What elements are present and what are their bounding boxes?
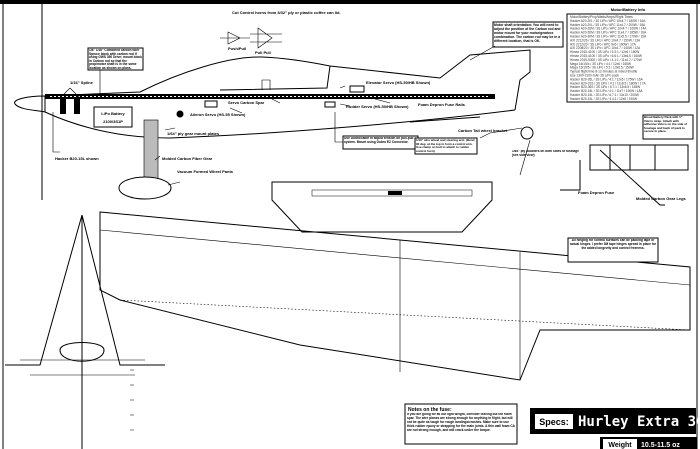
motor-battery-row: Hacker A20-26M / 3S LiPo / APC 10x4.7 / … <box>570 27 647 31</box>
tail-wheel-note: 1/16" wire wheel and steering arm. (Bend… <box>416 139 475 153</box>
motor-battery-row: Hacker A20-20L / 3S LiPo / APC 10x4.7 / … <box>570 19 646 23</box>
rudder-servo-label: Rudder Servo (HS-50/HB Shown) <box>346 104 409 109</box>
motor-battery-row: Hacker A20-26M / 3S LiPo / APC 11x4.7 / … <box>570 31 647 35</box>
carbon-spar-note-box <box>87 47 144 71</box>
motor-battery-row: Himax 2015-4100 / 3S LiPo / 5.3:1 / 12x6… <box>570 50 639 54</box>
motor-battery-row: Hacker B20-36S / 3S LiPo / 6.7:1 / 13x6.… <box>570 85 640 89</box>
cut-control-horns-label: Cut Control horns from 3/32" ply or plas… <box>232 10 341 15</box>
battery-pack-note: Blood Battery Pack with 1" Velcro strap.… <box>644 116 688 133</box>
motor-battery-row: Use 1300-2100 mAh 3S LiPo pack <box>570 74 619 78</box>
control-horn-sketch <box>220 27 282 49</box>
hinge-note-box <box>567 237 659 263</box>
top-border <box>0 0 700 4</box>
carbon-spar-note: 1/8" 1/16" Combined carbon fiber Spruce … <box>89 49 142 70</box>
motor-shaft-note: Motor shaft orientation: You will need t… <box>494 23 561 43</box>
push-pull-label: Push/Pull <box>228 46 246 51</box>
specs-label: Specs: <box>539 417 569 427</box>
motor-battery-row: Himax 2015-4100 / 3S LiPo / 6.6:1 / 13x6… <box>570 54 642 58</box>
motor-battery-row: AXI 2208/20 / 3S LiPo / APC 10x4.7 / 140… <box>570 46 641 50</box>
carbon-gear-leg <box>143 119 159 181</box>
wing-tube-hole <box>176 110 184 118</box>
servo-spar-label: Servo Carbon Spar <box>228 100 265 105</box>
motor-battery-row: Hacker A20-30M / 3S LiPo / APC 11x5.5 / … <box>570 35 647 39</box>
fuse-rails-label: Foam Depron Fuse Rails <box>418 102 466 107</box>
ply-doubler-label: 1/64" ply doublers on both sides of fuse… <box>512 150 579 157</box>
motor-battery-row: Hacker B20-15L / 3S LiPo / 6.7:1 / 13x10… <box>570 93 639 97</box>
motor-battery-row: Hacker B20-26L / 3S LiPo / 4:1 / 12x6 / … <box>570 77 644 81</box>
fuselage-top-view <box>5 214 165 449</box>
motor-label: Hacker B20-15L shown <box>55 156 99 161</box>
motor-battery-row: AXI 2212/26 / 3S LiPo / APC 10x4.7 / 150… <box>570 38 641 42</box>
carbon-gear-label: Molded Carbon Fiber Gear <box>162 156 213 161</box>
motor-battery-row: Mega 16/15/5 / 3S LiPo / 5:1 / 13x6.5 / … <box>570 66 634 70</box>
specs-plane-name: Hurley Extra 300LX <box>578 414 700 430</box>
motor-battery-row: AXI 2212/20 / 3S LiPo / APC 9x6 / 190W /… <box>570 42 637 46</box>
pull-pull-note: Use Dubro/cable in adjust tension on pul… <box>344 137 414 144</box>
vertical-stabilizer <box>560 144 689 206</box>
motor-battery-row: Typical flight time 8-12 minutes at mixe… <box>570 70 638 74</box>
foam-depron-label: Foam Depron Fuse <box>578 190 615 195</box>
weight-label: Weight <box>608 442 632 449</box>
horizontal-stabilizer <box>271 181 493 233</box>
carbon-gear-legs-label: Molded Carbon Gear Legs <box>636 196 687 201</box>
fuselage-side-view <box>14 49 534 200</box>
aileron-servo-label: Aileron Servo (HS-55 Shown) <box>190 112 246 117</box>
motor-battery-rows: Motor/Battery/Prop/Watts/Amps/Flight Tim… <box>570 15 647 101</box>
motor-battery-row: Hacker A20-20L / 3S LiPo / APC 11x4.7 / … <box>570 23 646 27</box>
gear-mount-label: 1/64" ply gear mount plates <box>167 131 220 136</box>
weight-value: 10.5-11.5 oz <box>641 442 680 449</box>
motor-battery-table <box>566 13 690 103</box>
tail-wheel <box>520 126 534 140</box>
pull-pull-label: Pull Pull <box>255 50 271 55</box>
battery-size-label: 2100/3S1P <box>103 119 123 124</box>
motor-shaft-note-box <box>492 21 564 48</box>
motor-battery-row: Hacker B20-18L / 3S LiPo / 4:1 / 11x7 / … <box>570 89 643 93</box>
motor-battery-row: Himax 2015-5300 / 3S LiPo / 4.1:1 / 11x4… <box>570 58 642 62</box>
battery-pack-note-box <box>642 114 694 140</box>
hinge-note: All hinging for control surfaces can be … <box>569 239 657 250</box>
wing-planform <box>99 211 691 381</box>
fuse-notes-body: If you are going for all out light weigh… <box>407 413 515 432</box>
spline-label: 1/16" Spline <box>70 80 94 85</box>
lipo-battery-box <box>93 106 133 128</box>
tail-wheel-bracket-label: Carbon Tail wheel bracket <box>458 128 508 133</box>
motor-battery-row: Hacker B20-15L / 3S LiPo / 4.4:1 / 12x8 … <box>570 97 637 101</box>
lipo-battery-label: LiPo Battery <box>101 111 125 116</box>
wheel-pant <box>118 176 172 200</box>
wheel-pant-label: Vacuum Formed Wheel Pants <box>177 169 234 174</box>
motor-battery-row: Mega 16/15/4 / 3S LiPo / 4:1 / 12x6 / 16… <box>570 62 631 66</box>
leader-lines <box>52 45 531 186</box>
motor-battery-row: Hacker B20-31S / 3S LiPo / 4:1 / 11x8.5 … <box>570 81 646 85</box>
tail-wheel-note-box <box>414 137 478 155</box>
fuse-notes-box <box>404 403 518 445</box>
motor-battery-heading: Motor/Battery Info <box>611 7 646 12</box>
motor-battery-row: Motor/Battery/Prop/Watts/Amps/Flight Tim… <box>570 15 633 19</box>
fuse-notes-title: Notes on the fuse: <box>408 407 452 413</box>
elevator-servo-label: Elevator Servo (HS-50/HB Shown) <box>366 80 431 85</box>
